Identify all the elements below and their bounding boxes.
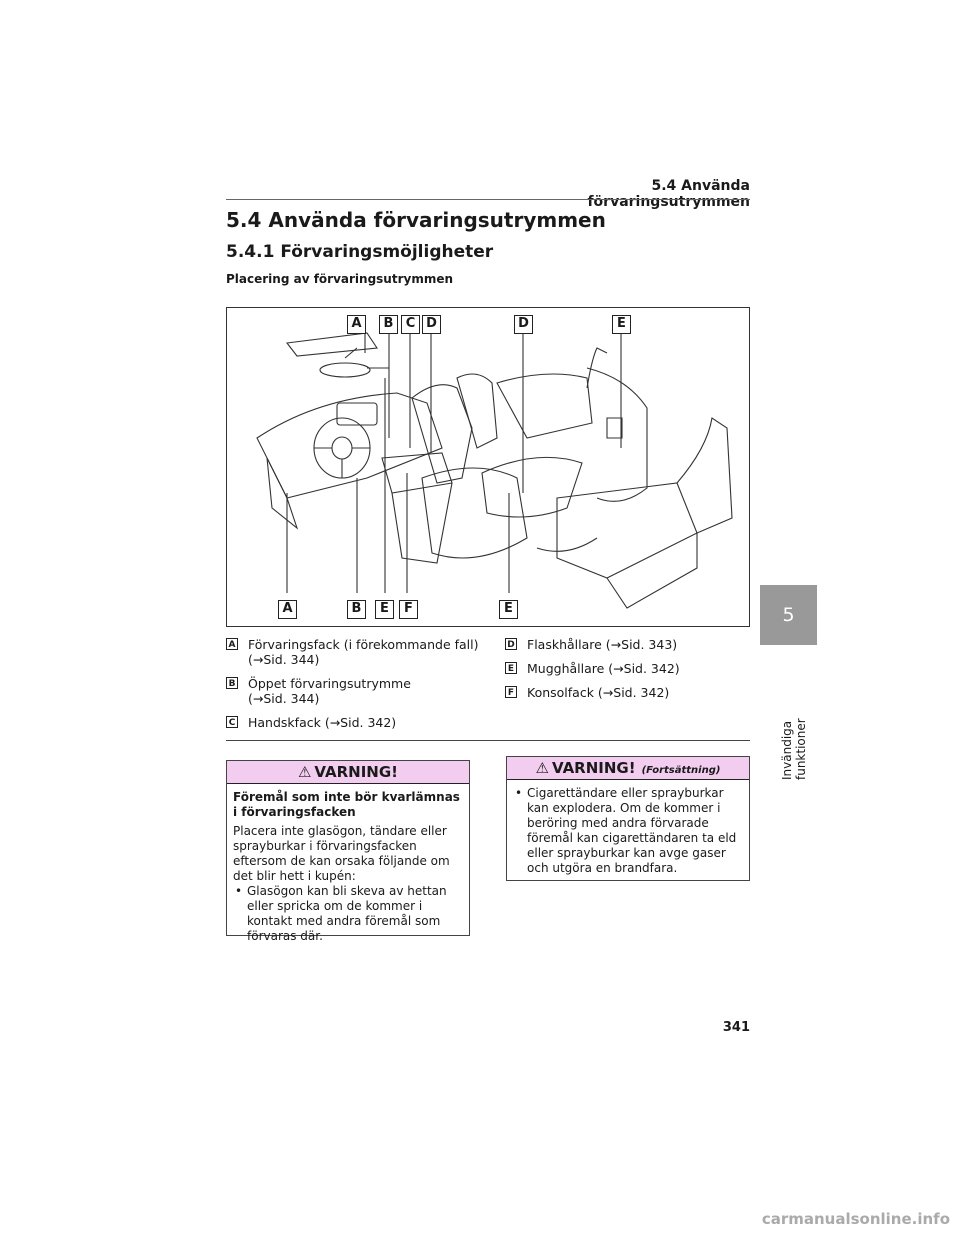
legend-letter: A [226,638,238,650]
warning-header: ⚠VARNING! [227,761,469,784]
warning-header: ⚠VARNING! (Fortsättning) [507,757,749,780]
running-header: 5.4 Använda förvaringsutrymmen [587,178,750,210]
legend-item: F Konsolfack (→Sid. 342) [505,685,750,700]
warning-heading: Föremål som inte bör kvarlämnas i förvar… [233,790,460,819]
legend-text: Konsolfack (→Sid. 342) [527,685,670,700]
warning-continued: (Fortsättning) [641,765,721,776]
warning-bullet: Glasögon kan bli skeva av hettan eller s… [233,884,463,944]
callout-top-d2: D [514,315,533,334]
callout-bottom-b: B [347,600,366,619]
legend-item: D Flaskhållare (→Sid. 343) [505,637,750,652]
legend-text: Mugghållare (→Sid. 342) [527,661,680,676]
header-rule [226,199,750,200]
callout-bottom-e2: E [499,600,518,619]
legend-left: A Förvaringsfack (i förekommande fall) (… [226,637,481,739]
legend-text: Handskfack (→Sid. 342) [248,715,397,730]
divider-rule [226,740,750,741]
legend-item: C Handskfack (→Sid. 342) [226,715,481,730]
warning-paragraph: Placera inte glasögon, tändare eller spr… [233,824,450,883]
callout-top-c: C [401,315,420,334]
legend-text: Flaskhållare (→Sid. 343) [527,637,678,652]
legend-ref: (→Sid. 344) [248,652,320,667]
car-interior-illustration [256,332,733,609]
subsection-title: 5.4.1 Förvaringsmöjligheter [226,242,494,262]
chapter-tab: 5 [760,585,817,645]
legend-right: D Flaskhållare (→Sid. 343) E Mugghållare… [505,637,750,709]
warning-triangle-icon: ⚠ [297,763,312,781]
legend-letter: F [505,686,517,698]
warning-title: VARNING! [314,763,399,781]
legend-item: A Förvaringsfack (i förekommande fall) (… [226,637,481,667]
legend-letter: C [226,716,238,728]
callout-bottom-f: F [399,600,418,619]
legend-ref: (→Sid. 344) [248,691,320,706]
legend-letter: D [505,638,517,650]
placement-heading: Placering av förvaringsutrymmen [226,272,454,286]
warning-box-right: ⚠VARNING! (Fortsättning) Cigarettändare e… [506,756,750,881]
callout-top-b: B [379,315,398,334]
warning-body: Föremål som inte bör kvarlämnas i förvar… [227,784,469,950]
chapter-label: Invändiga funktioner [780,718,808,780]
warning-title: VARNING! [551,759,636,777]
interior-figure: A B C D D E A B E F E [226,307,750,627]
callout-top-a: A [347,315,366,334]
callout-bottom-e: E [375,600,394,619]
callout-bottom-a: A [278,600,297,619]
section-title: 5.4 Använda förvaringsutrymmen [226,208,606,232]
legend-text: Förvaringsfack (i förekommande fall) [248,637,479,652]
watermark: carmanualsonline.info [761,1210,950,1228]
warning-body: Cigarettändare eller sprayburkar kan exp… [507,780,749,882]
page-number: 341 [722,1020,750,1035]
legend-letter: B [226,677,238,689]
legend-item: E Mugghållare (→Sid. 342) [505,661,750,676]
warning-bullet: Cigarettändare eller sprayburkar kan exp… [513,786,743,876]
warning-triangle-icon: ⚠ [535,759,549,777]
callout-top-d: D [422,315,441,334]
legend-item: B Öppet förvaringsutrymme (→Sid. 344) [226,676,481,706]
warning-box-left: ⚠VARNING! Föremål som inte bör kvarlämna… [226,760,470,943]
callout-top-e: E [612,315,631,334]
legend-letter: E [505,662,517,674]
legend-text: Öppet förvaringsutrymme [248,676,411,691]
